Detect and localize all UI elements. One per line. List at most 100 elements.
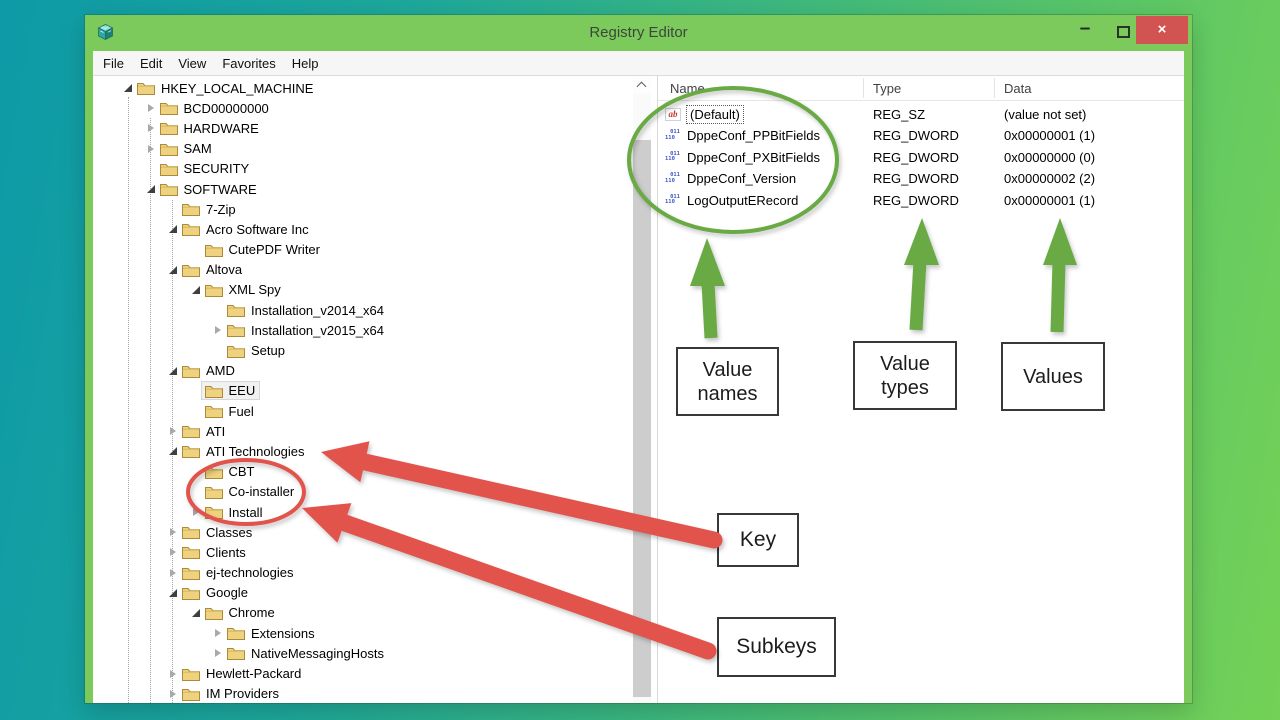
folder-icon <box>159 184 178 197</box>
expander-icon[interactable] <box>167 526 179 538</box>
tree-item[interactable]: Acro Software Inc <box>93 219 633 239</box>
expander-icon[interactable] <box>167 567 179 579</box>
tree-item[interactable]: Installation_v2015_x64 <box>93 320 633 340</box>
expander-icon[interactable] <box>167 445 179 457</box>
column-header-data[interactable]: Data <box>1004 81 1032 96</box>
tree-item-label: Installation_v2015_x64 <box>251 322 384 338</box>
value-type: REG_DWORD <box>873 128 959 144</box>
registry-value-row[interactable]: ab 011 110 DppeConf_Version REG_DWORD 0x… <box>658 168 1184 189</box>
column-separator[interactable] <box>863 78 864 98</box>
folder-icon <box>182 688 200 701</box>
tree-item-label: ATI Technologies <box>206 443 305 459</box>
expander-icon[interactable] <box>167 223 179 235</box>
expander-icon[interactable] <box>167 546 179 558</box>
folder-icon <box>204 244 223 257</box>
tree-item[interactable]: SOFTWARE <box>93 179 633 199</box>
expander-icon[interactable] <box>212 647 224 659</box>
tree-item-label: Altova <box>206 262 243 278</box>
registry-value-row[interactable]: ab 011 110 DppeConf_PPBitFields REG_DWOR… <box>658 125 1184 146</box>
expander-icon[interactable] <box>190 284 202 296</box>
menu-help[interactable]: Help <box>291 55 319 71</box>
tree-item[interactable]: SECURITY <box>93 159 633 179</box>
tree-item[interactable]: Co-installer <box>93 482 633 502</box>
tree-item[interactable]: Extensions <box>93 623 633 643</box>
menu-view[interactable]: View <box>178 55 207 71</box>
scroll-up-icon[interactable] <box>633 76 651 94</box>
registry-value-row[interactable]: ab 011 110 LogOutputERecord REG_DWORD 0x… <box>658 190 1184 211</box>
tree-item[interactable]: Hewlett-Packard <box>93 663 633 683</box>
expander-icon[interactable] <box>212 324 224 336</box>
value-data: 0x00000001 (1) <box>1004 128 1096 144</box>
expander-icon[interactable] <box>167 425 179 437</box>
registry-editor-icon <box>97 24 114 41</box>
expander-icon[interactable] <box>145 143 157 155</box>
tree-item[interactable]: CBT <box>93 462 633 482</box>
tree-item[interactable]: ej-technologies <box>93 563 633 583</box>
folder-icon <box>182 567 200 580</box>
tree-item[interactable]: XML Spy <box>93 280 633 300</box>
tree-item[interactable]: ATI Technologies <box>93 441 633 461</box>
tree-item[interactable]: Classes <box>93 522 633 542</box>
column-separator[interactable] <box>994 78 995 98</box>
tree-item[interactable]: Fuel <box>93 401 633 421</box>
registry-value-row[interactable]: ab 011 110 (Default) REG_SZ (value not s… <box>658 104 1184 125</box>
tree-item[interactable]: HKEY_LOCAL_MACHINE <box>93 78 633 98</box>
tree-item-label: Installation_v2014_x64 <box>251 302 384 318</box>
expander-icon[interactable] <box>190 506 202 518</box>
tree-item-label: BCD00000000 <box>183 100 269 116</box>
tree-item[interactable]: HARDWARE <box>93 118 633 138</box>
registry-value-row[interactable]: ab 011 110 DppeConf_PXBitFields REG_DWOR… <box>658 147 1184 168</box>
tree-item[interactable]: ATI <box>93 421 633 441</box>
expander-icon[interactable] <box>122 82 134 94</box>
tree-scrollbar[interactable] <box>633 76 651 703</box>
column-header-type[interactable]: Type <box>873 81 902 96</box>
tree-item[interactable]: 7-Zip <box>93 199 633 219</box>
minimize-button[interactable]: – <box>1079 18 1091 39</box>
folder-icon <box>159 103 178 116</box>
annotation-box-value-types: Value types <box>853 341 957 410</box>
expander-icon[interactable] <box>167 365 179 377</box>
expander-icon[interactable] <box>167 264 179 276</box>
tree-item[interactable]: EEU <box>93 381 633 401</box>
annotation-text: Subkeys <box>736 635 817 658</box>
folder-icon <box>227 345 245 358</box>
tree-item[interactable]: BCD00000000 <box>93 98 633 118</box>
menu-favorites[interactable]: Favorites <box>222 55 276 71</box>
tree-item[interactable]: Google <box>93 583 633 603</box>
tree-item[interactable]: Altova <box>93 260 633 280</box>
expander-icon[interactable] <box>145 122 157 134</box>
value-type: REG_DWORD <box>873 149 959 165</box>
folder-icon <box>182 204 200 217</box>
tree-item[interactable]: IM Providers <box>93 684 633 703</box>
expander-icon[interactable] <box>167 668 179 680</box>
expander-icon[interactable] <box>212 627 224 639</box>
folder-icon <box>182 446 200 459</box>
title-bar[interactable]: Registry Editor – × <box>85 15 1192 51</box>
tree-item[interactable]: Setup <box>93 340 633 360</box>
tree-item[interactable]: Clients <box>93 542 633 562</box>
tree-item[interactable]: Installation_v2014_x64 <box>93 300 633 320</box>
tree-item[interactable]: Chrome <box>93 603 633 623</box>
tree-item-label: SECURITY <box>183 161 250 177</box>
menu-bar: File Edit View Favorites Help <box>93 51 1184 76</box>
expander-icon[interactable] <box>167 688 179 700</box>
expander-icon[interactable] <box>145 183 157 195</box>
expander-icon[interactable] <box>145 102 157 114</box>
column-header-name[interactable]: Name <box>670 81 705 96</box>
expander-icon[interactable] <box>190 607 202 619</box>
close-button[interactable]: × <box>1136 16 1188 44</box>
scrollbar-thumb[interactable] <box>633 140 651 697</box>
folder-icon <box>204 486 223 499</box>
value-type-icon: ab 011 110 <box>665 108 681 121</box>
tree-item[interactable]: NativeMessagingHosts <box>93 643 633 663</box>
maximize-button[interactable] <box>1117 26 1130 38</box>
menu-file[interactable]: File <box>103 55 124 71</box>
tree-item[interactable]: Install <box>93 502 633 522</box>
tree-item[interactable]: SAM <box>93 139 633 159</box>
expander-icon[interactable] <box>167 587 179 599</box>
tree-item[interactable]: CutePDF Writer <box>93 240 633 260</box>
folder-icon <box>182 587 200 600</box>
menu-edit[interactable]: Edit <box>139 55 163 71</box>
tree-item[interactable]: AMD <box>93 361 633 381</box>
